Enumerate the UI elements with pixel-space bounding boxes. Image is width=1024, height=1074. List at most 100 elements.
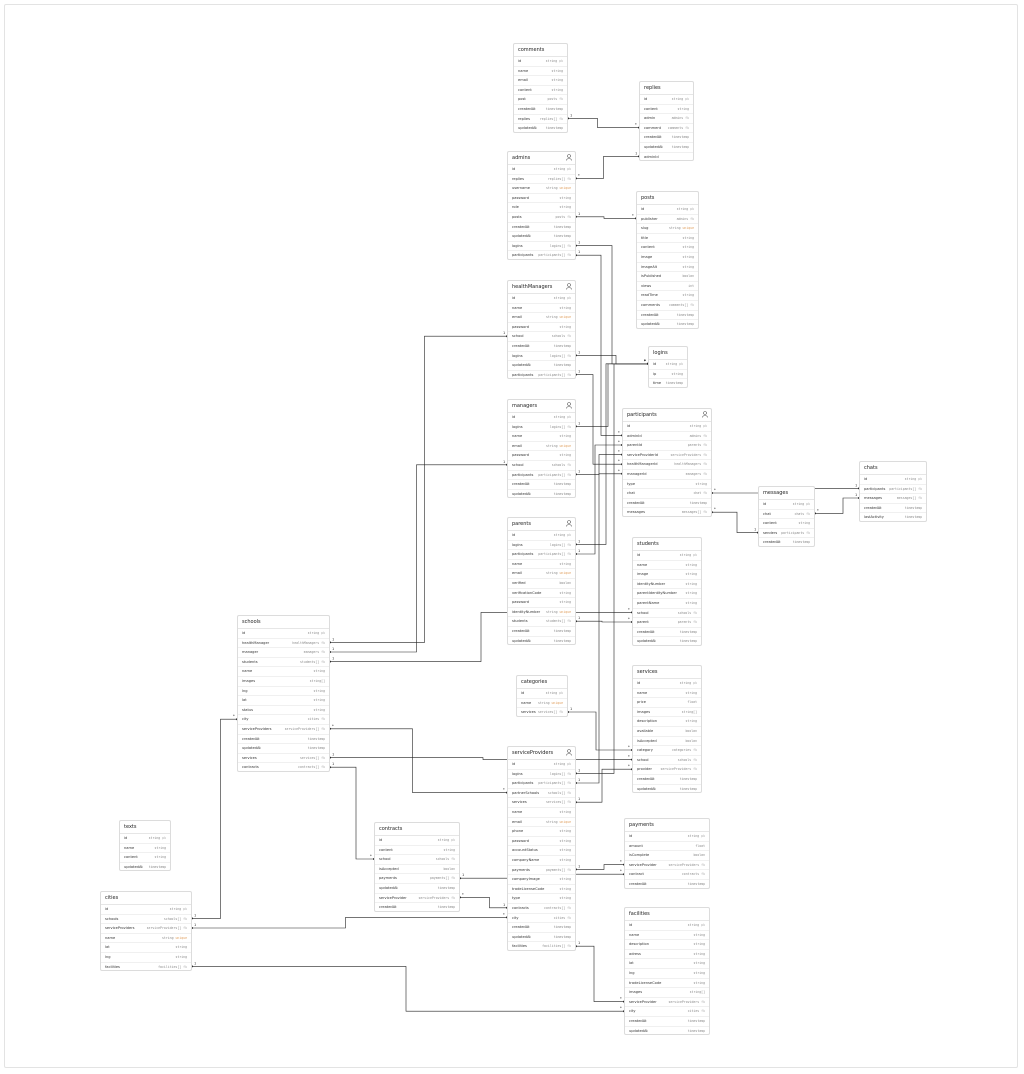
field-name: participants (512, 253, 534, 258)
table-title: chats (860, 462, 926, 475)
field-name: students (242, 659, 258, 664)
field-type: string (175, 953, 187, 963)
field-type-text: serviceProviders (668, 862, 700, 867)
field-type-text: string (545, 819, 558, 824)
field-type: messages[]fk (682, 508, 707, 516)
field-type: string (559, 304, 571, 314)
field-name: email (512, 571, 522, 576)
field-constraint: pk (567, 533, 571, 537)
field-type-text: logins[] (549, 424, 566, 429)
field-type-text: contracts[] (298, 765, 320, 770)
table-title: messages (759, 487, 814, 500)
field-type-text: participants[] (889, 486, 917, 491)
field-type-text: string (693, 951, 705, 956)
field-type-text: string (559, 305, 571, 310)
field-type: string (671, 370, 683, 380)
field-name: replies (512, 176, 524, 181)
table-title: payments (625, 819, 709, 832)
field-type-text: timestamp (553, 934, 571, 939)
field-type: string (313, 687, 325, 697)
field-type: string (693, 959, 705, 969)
field-name: createdAt (637, 629, 655, 634)
field-name: participants (512, 552, 534, 557)
field-type: services[]fk (546, 798, 571, 808)
field-constraint: fk (567, 915, 571, 920)
cardinality-label: 1 (578, 549, 580, 553)
field-name: updatedAt (644, 144, 663, 149)
field-name: payments (512, 867, 530, 872)
field-constraint: pk (567, 415, 571, 419)
field-type-text: participants[] (538, 552, 566, 557)
field-name: createdAt (763, 540, 781, 545)
field-name: createdAt (518, 106, 536, 111)
field-constraint: unique (175, 935, 187, 940)
field-type-text: string (676, 207, 689, 211)
field-name: amount (629, 843, 643, 848)
table-title: serviceProviders (508, 747, 575, 760)
field-type: string (685, 570, 697, 580)
field-type-text: string (553, 167, 566, 171)
field-constraint: fk (567, 424, 571, 429)
field-type-text: timestamp (904, 505, 922, 510)
field-type-text: string (693, 970, 705, 975)
field-constraint: fk (567, 619, 571, 624)
field-constraint: fk (321, 765, 325, 770)
field-type-text: cities (687, 1009, 700, 1014)
table-title: replies (640, 82, 693, 95)
field-name: identityNumber (512, 609, 541, 614)
field-name: lng (242, 688, 248, 693)
field-type-text: services[] (299, 755, 320, 760)
cardinality-label: * (620, 997, 622, 1001)
field-name: id (379, 838, 383, 842)
field-type-text: logins[] (549, 542, 566, 547)
field-constraint: pk (567, 167, 571, 171)
field-type-text: contracts[] (544, 905, 566, 910)
field-type-text: timestamp (437, 885, 455, 890)
field-type-text: string (685, 719, 697, 724)
field-type: timestamp (554, 933, 571, 943)
field-constraint: fk (703, 462, 707, 467)
field-constraint: pk (701, 834, 705, 838)
field-type-text: timestamp (665, 381, 683, 386)
field-name: school (637, 757, 649, 762)
